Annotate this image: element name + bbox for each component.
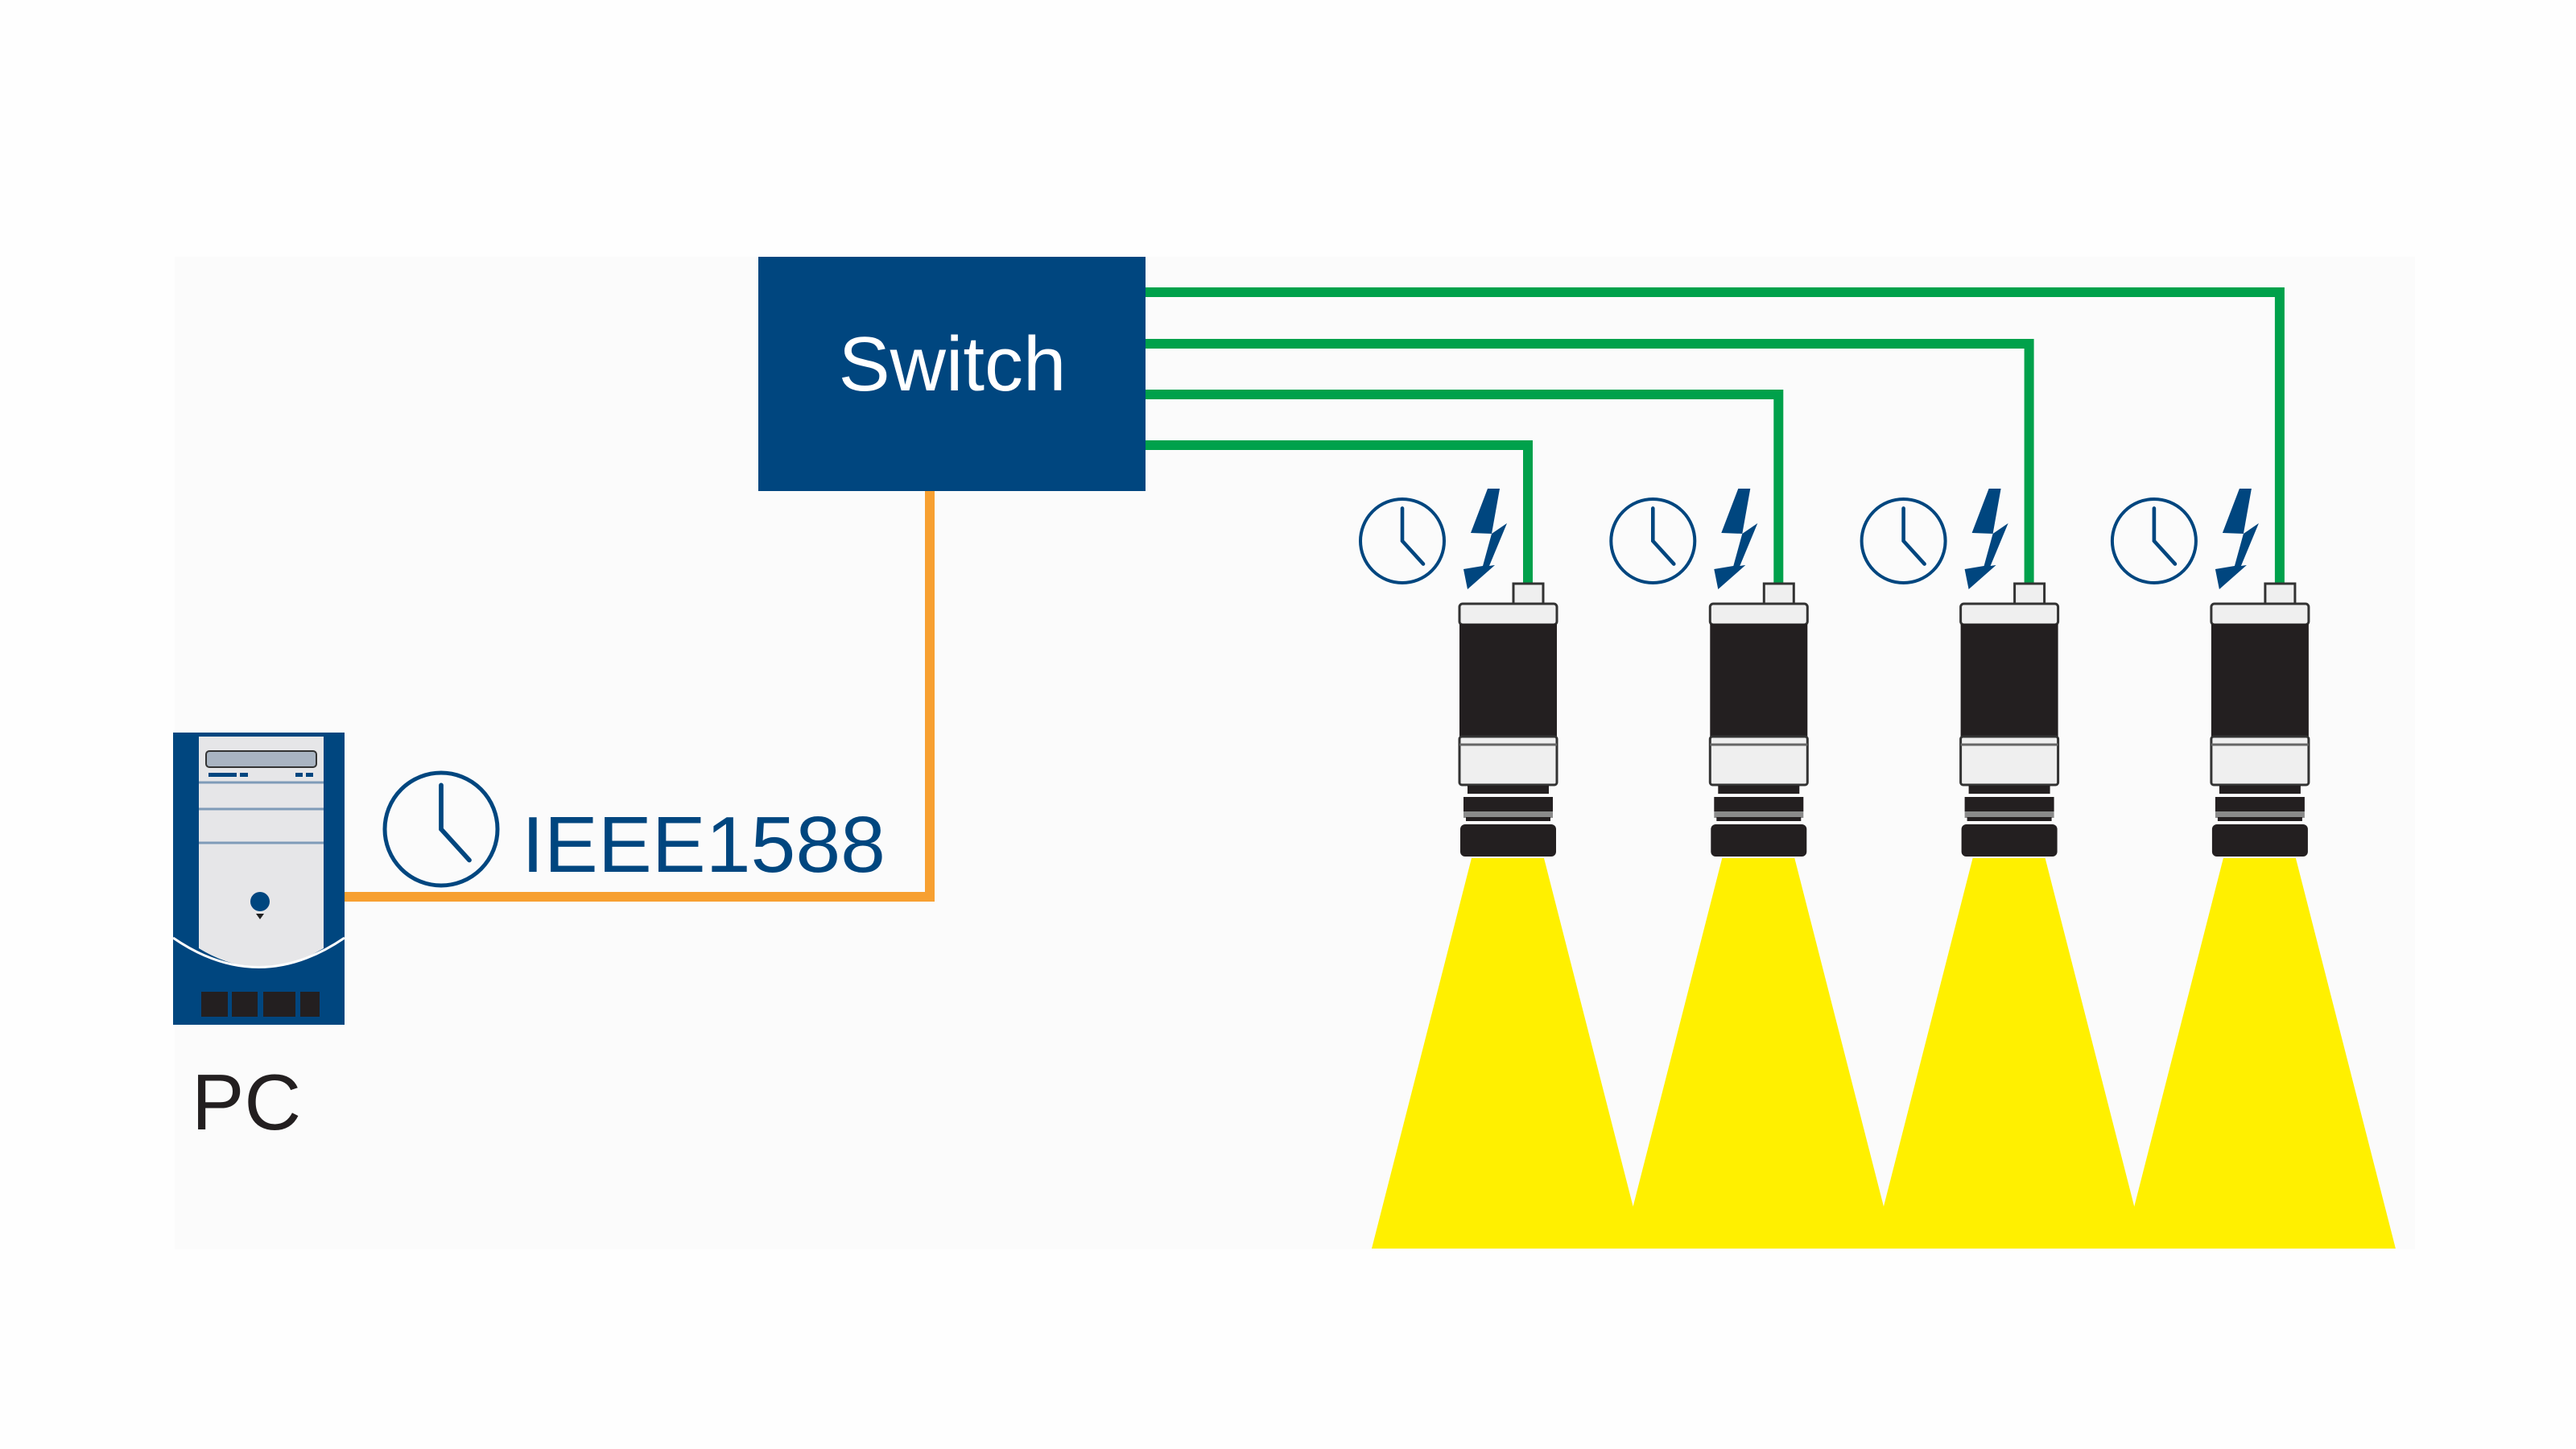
- pc-indicator: [306, 773, 313, 777]
- pc-drive-bay: [205, 750, 317, 768]
- clock-hands: [439, 782, 472, 863]
- clock-hands: [1400, 506, 1426, 566]
- camera-mount: [2210, 735, 2310, 786]
- clock-hands: [1901, 506, 1926, 566]
- clock-hands: [2152, 506, 2178, 566]
- clock-face: [1359, 497, 1446, 584]
- lens-front: [1460, 824, 1556, 857]
- pc-front-curve: [199, 934, 324, 968]
- camera-link: [1146, 339, 2034, 584]
- clock-icon: [382, 770, 500, 888]
- camera-connector: [1762, 582, 1795, 605]
- lens-ring-gap: [1714, 811, 1804, 818]
- camera-top-cap: [2210, 602, 2310, 626]
- lens-ring: [1968, 786, 2050, 794]
- cameras: [1359, 489, 2310, 857]
- pc-power-indicator: [256, 914, 264, 919]
- light-beam: [1622, 858, 1895, 1249]
- pc-power-button: [250, 892, 270, 911]
- light-beam: [2123, 858, 2396, 1249]
- clock-face: [1860, 497, 1947, 584]
- pc-switch-link: [345, 491, 935, 902]
- switch-node[interactable]: Switch: [758, 257, 1146, 491]
- lens-ring: [1716, 817, 1802, 821]
- lens-front: [2211, 824, 2308, 857]
- camera-3[interactable]: [1860, 489, 2060, 857]
- camera-links: [1146, 287, 2285, 584]
- trigger-lightning-icon: [2215, 489, 2259, 589]
- pc-curve-line: [172, 936, 345, 968]
- camera-mount: [1708, 735, 1809, 786]
- clock-face: [2110, 497, 2198, 584]
- pc-vent: [263, 992, 295, 1017]
- lens-ring: [2219, 786, 2301, 794]
- camera-mount: [1959, 735, 2060, 786]
- camera-link: [1146, 287, 2285, 584]
- lens-ring: [1463, 797, 1553, 811]
- camera-1[interactable]: [1359, 489, 1558, 857]
- lens-ring: [1468, 786, 1549, 794]
- light-beam: [1372, 858, 1644, 1249]
- lens-ring-gap: [1463, 811, 1553, 818]
- trigger-lightning-icon: [1463, 489, 1507, 589]
- switch-box[interactable]: [758, 257, 1146, 491]
- desktop-tower-icon: [172, 733, 345, 1025]
- clock-hands: [1651, 506, 1676, 566]
- clock-icon: [1359, 497, 1446, 584]
- pc-vent: [201, 992, 228, 1017]
- camera-top-cap: [1708, 602, 1809, 626]
- switch-label: Switch: [839, 321, 1067, 407]
- clock-icon: [1609, 497, 1697, 584]
- pc-vent: [232, 992, 258, 1017]
- camera-connector: [1512, 582, 1545, 605]
- pc-indicator: [295, 773, 303, 777]
- camera-top-cap: [1959, 602, 2060, 626]
- lens-ring: [1964, 797, 2054, 811]
- lens-ring-gap: [1964, 811, 2054, 818]
- camera-connector: [2264, 582, 2297, 605]
- camera-link: [1146, 440, 1533, 584]
- trigger-lightning-icon: [1714, 489, 1758, 589]
- camera-body: [2211, 624, 2309, 737]
- pc-indicator: [208, 773, 237, 777]
- camera-body: [1960, 624, 2058, 737]
- clock-face: [1609, 497, 1697, 584]
- camera-beams: [1372, 858, 2396, 1249]
- pc-node[interactable]: PC: [172, 733, 345, 1146]
- lens-ring: [2217, 817, 2302, 821]
- lens-ring: [1718, 786, 1800, 794]
- camera-body: [1459, 624, 1557, 737]
- lens-ring: [1466, 817, 1550, 821]
- camera-link: [1146, 390, 1784, 584]
- clock-face: [382, 770, 500, 888]
- lens-ring: [1967, 817, 2052, 821]
- camera-2[interactable]: [1609, 489, 1809, 857]
- lens-ring: [2215, 797, 2305, 811]
- clock-icon: [2110, 497, 2198, 584]
- pc-indicator: [240, 773, 248, 777]
- lens-ring: [1714, 797, 1804, 811]
- lens-front: [1711, 824, 1807, 857]
- camera-mount: [1458, 735, 1558, 786]
- pc-vent: [300, 992, 320, 1017]
- lens-ring-gap: [2215, 811, 2305, 818]
- pc-label: PC: [192, 1058, 301, 1146]
- camera-body: [1710, 624, 1808, 737]
- light-beam: [1872, 858, 2145, 1249]
- protocol-label: IEEE1588: [522, 800, 886, 889]
- lens-front: [1961, 824, 2058, 857]
- trigger-lightning-icon: [1964, 489, 2008, 589]
- clock-icon: [1860, 497, 1947, 584]
- ieee1588-annotation: IEEE1588: [382, 770, 886, 889]
- camera-top-cap: [1458, 602, 1558, 626]
- camera-connector: [2013, 582, 2046, 605]
- camera-4[interactable]: [2110, 489, 2310, 857]
